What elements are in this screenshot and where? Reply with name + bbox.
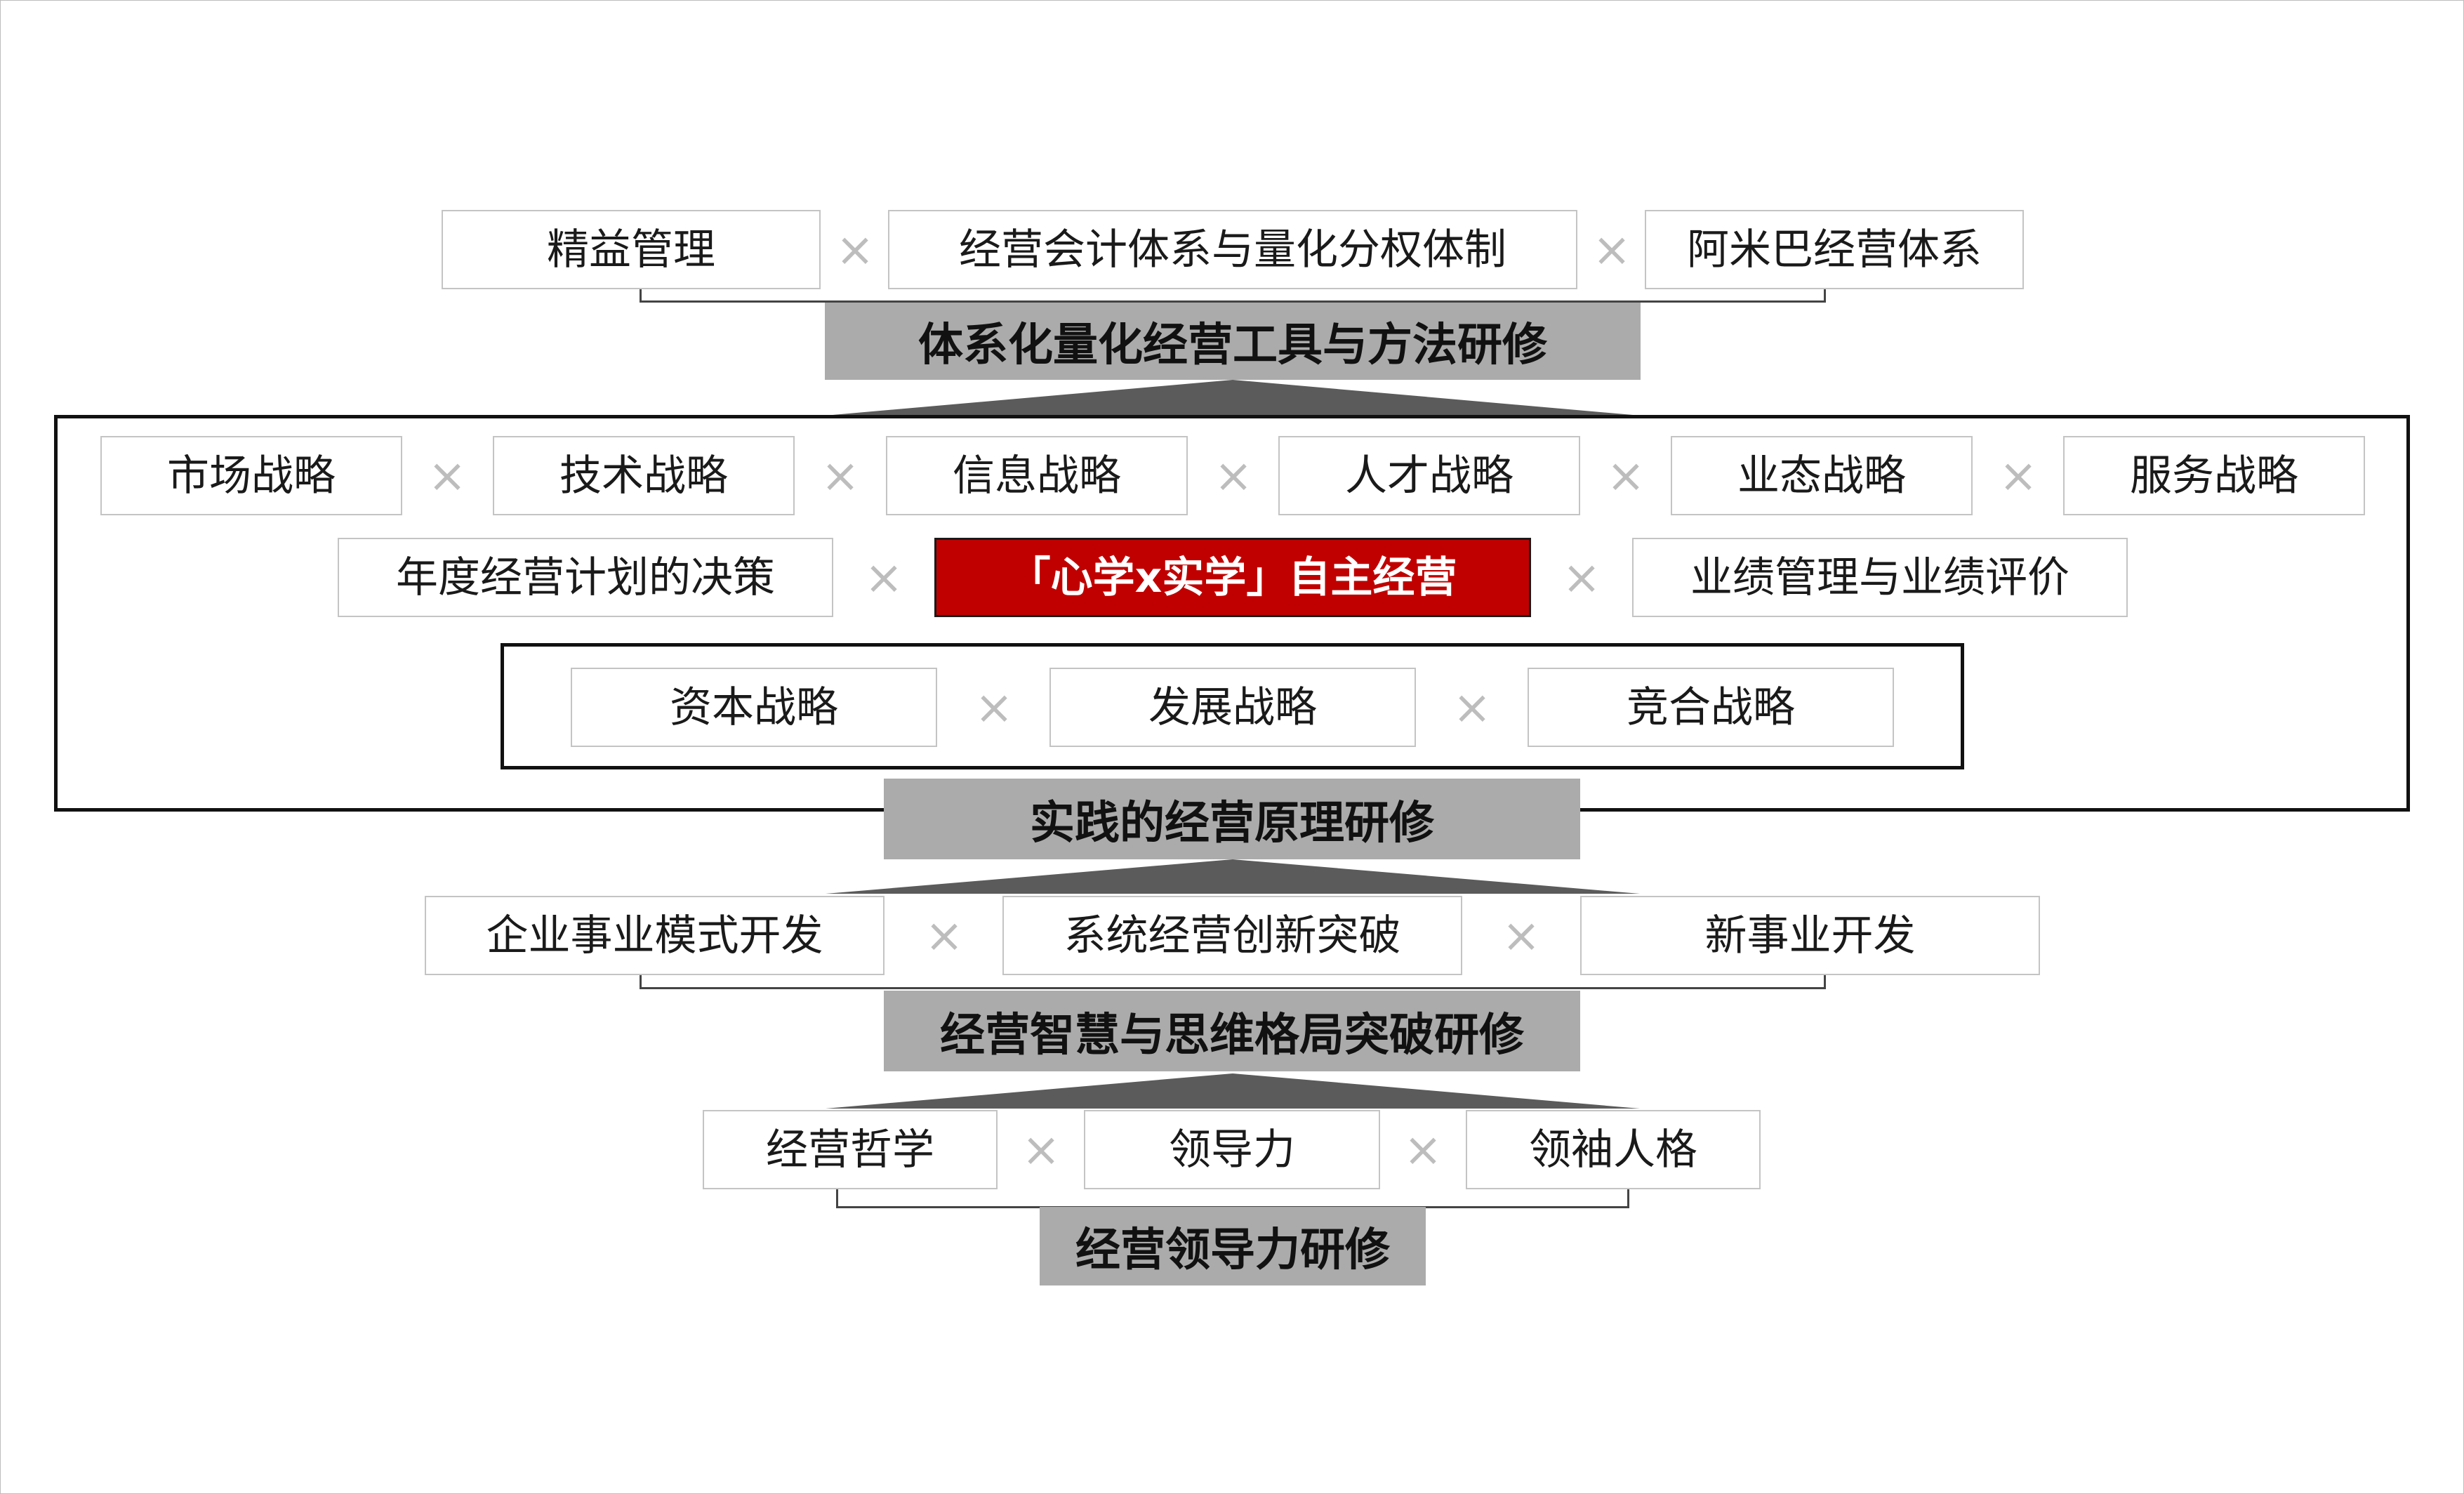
- capital-strategy-box: 资本战略: [571, 668, 937, 747]
- business-model-development-box: 企业事业模式开发: [425, 896, 885, 975]
- middle-connector-triangle: [826, 859, 1640, 894]
- multiply-icon: ×: [835, 223, 875, 277]
- multiply-icon: ×: [1592, 223, 1631, 277]
- multiply-icon: ×: [1606, 449, 1645, 503]
- technology-strategy-box: 技术战略: [493, 436, 795, 515]
- performance-management-box: 业绩管理与业绩评价: [1632, 538, 2128, 617]
- lean-management-box: 精益管理: [442, 210, 821, 289]
- multiply-icon: ×: [1214, 449, 1253, 503]
- accounting-system-box: 经营会计体系与量化分权体制: [888, 210, 1577, 289]
- market-strategy-box: 市场战略: [100, 436, 402, 515]
- business-format-strategy-box: 业态战略: [1671, 436, 1973, 515]
- middle-tier-band: 实践的经营原理研修: [884, 779, 1580, 859]
- information-strategy-box: 信息战略: [886, 436, 1188, 515]
- amoeba-system-box: 阿米巴经营体系: [1645, 210, 2024, 289]
- multiply-icon: ×: [1452, 680, 1492, 734]
- multiply-icon: ×: [1021, 1123, 1061, 1177]
- multiply-icon: ×: [821, 449, 860, 503]
- system-innovation-box: 系统经营创新突破: [1002, 896, 1462, 975]
- strategy-inner-frame: [501, 643, 1964, 769]
- management-philosophy-box: 经营哲学: [703, 1110, 998, 1189]
- talent-strategy-box: 人才战略: [1278, 436, 1580, 515]
- coopetition-strategy-box: 竞合战略: [1528, 668, 1894, 747]
- bottom-tier-band: 经营领导力研修: [1040, 1207, 1426, 1285]
- lower-connector-triangle: [826, 1073, 1640, 1109]
- multiply-icon: ×: [974, 680, 1014, 734]
- multiply-icon: ×: [1999, 449, 2038, 503]
- top-connector-triangle: [833, 380, 1633, 415]
- development-strategy-box: 发展战略: [1049, 668, 1416, 747]
- top-tier-band: 体系化量化经营工具与方法研修: [825, 303, 1641, 380]
- new-business-development-box: 新事业开发: [1580, 896, 2040, 975]
- multiply-icon: ×: [925, 908, 964, 963]
- service-strategy-box: 服务战略: [2063, 436, 2365, 515]
- multiply-icon: ×: [428, 449, 467, 503]
- multiply-icon: ×: [864, 550, 903, 604]
- annual-plan-decision-box: 年度经营计划的决策: [338, 538, 833, 617]
- multiply-icon: ×: [1562, 550, 1601, 604]
- lower-tier-band: 经营智慧与思维格局突破研修: [884, 991, 1580, 1071]
- leadership-box: 领导力: [1084, 1110, 1380, 1189]
- leader-personality-box: 领袖人格: [1466, 1110, 1761, 1189]
- multiply-icon: ×: [1502, 908, 1541, 963]
- multiply-icon: ×: [1403, 1123, 1443, 1177]
- core-autonomous-management-box: 「心学x实学」自主经营: [934, 538, 1531, 617]
